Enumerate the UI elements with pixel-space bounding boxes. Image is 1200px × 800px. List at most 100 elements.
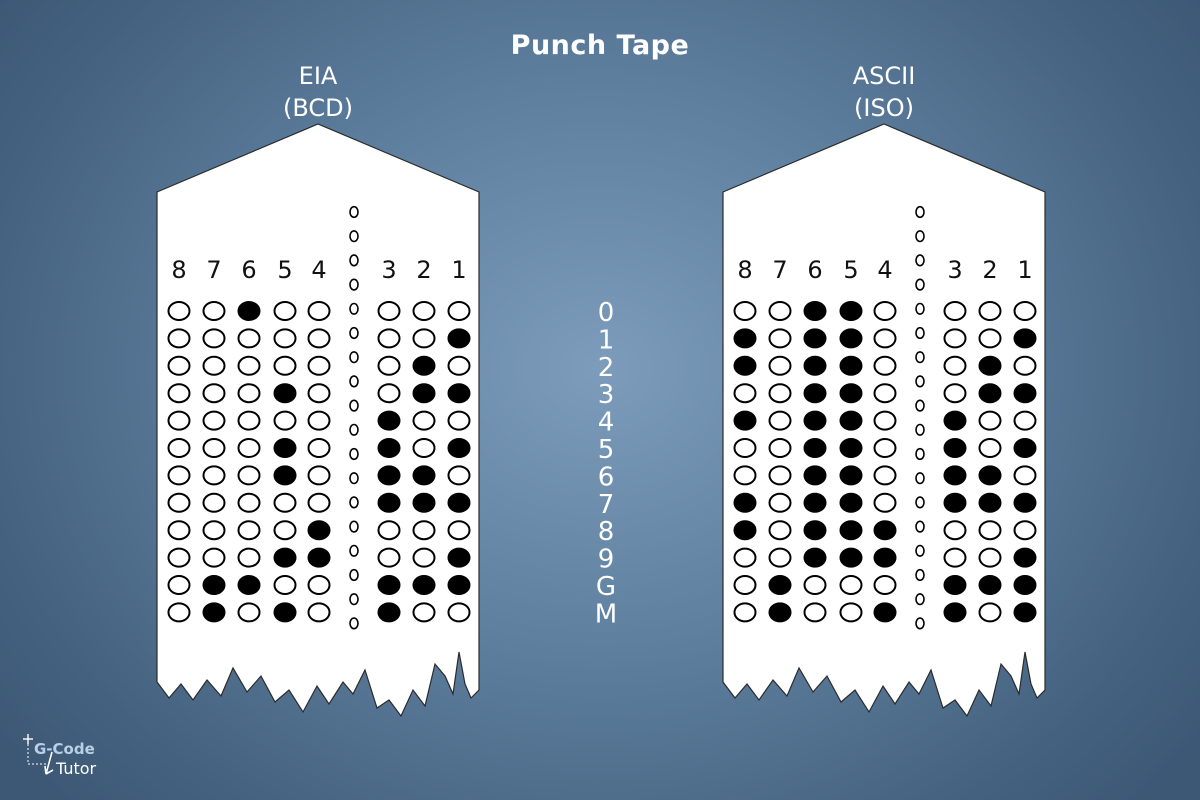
unpunched-hole — [943, 355, 967, 376]
channel-label-3: 3 — [381, 256, 396, 284]
unpunched-hole — [768, 383, 792, 404]
unpunched-hole — [167, 438, 191, 458]
punched-hole — [202, 602, 226, 623]
punched-hole — [447, 575, 471, 595]
sprocket-hole — [349, 447, 359, 461]
punched-hole — [839, 547, 863, 568]
character-label: 9 — [598, 545, 615, 575]
unpunched-hole — [873, 492, 897, 513]
unpunched-hole — [237, 383, 261, 404]
channel-label-6: 6 — [241, 256, 256, 284]
unpunched-hole — [412, 547, 436, 568]
punched-hole — [273, 383, 297, 404]
unpunched-hole — [873, 575, 897, 595]
character-label: 7 — [598, 490, 615, 520]
channel-label-8: 8 — [171, 256, 186, 284]
sprocket-hole — [349, 230, 359, 243]
punched-hole — [803, 520, 827, 541]
sprocket-hole — [915, 351, 925, 364]
unpunched-hole — [237, 355, 261, 376]
punched-hole — [447, 547, 471, 568]
punched-hole — [273, 602, 297, 623]
unpunched-hole — [803, 575, 827, 595]
unpunched-hole — [1013, 355, 1037, 376]
sprocket-hole — [915, 520, 925, 533]
unpunched-hole — [943, 520, 967, 541]
sprocket-hole — [349, 326, 359, 340]
channel-label-5: 5 — [277, 256, 292, 284]
punched-hole — [447, 328, 471, 349]
unpunched-hole — [167, 410, 191, 431]
sprocket-hole — [915, 375, 925, 388]
unpunched-hole — [447, 602, 471, 623]
character-label: 0 — [598, 298, 615, 328]
unpunched-hole — [873, 328, 897, 349]
unpunched-hole — [202, 520, 226, 541]
sprocket-hole — [915, 278, 925, 291]
punched-hole — [839, 383, 863, 404]
logo: G-Code Tutor — [22, 730, 132, 780]
unpunched-hole — [307, 328, 331, 349]
punched-hole — [839, 465, 863, 486]
unpunched-hole — [943, 328, 967, 349]
sprocket-hole — [915, 447, 925, 461]
unpunched-hole — [1013, 301, 1037, 321]
unpunched-hole — [237, 602, 261, 623]
sprocket-hole — [349, 423, 359, 436]
sprocket-hole — [915, 254, 925, 267]
punched-hole — [1013, 602, 1037, 623]
punched-hole — [803, 301, 827, 321]
sprocket-hole — [349, 351, 359, 364]
punched-hole — [377, 492, 401, 513]
unpunched-hole — [873, 465, 897, 486]
punched-hole — [1013, 492, 1037, 513]
channel-label-7: 7 — [772, 256, 787, 284]
punched-hole — [1013, 383, 1037, 404]
unpunched-hole — [412, 438, 436, 458]
channel-label-2: 2 — [416, 256, 431, 284]
punched-hole — [377, 410, 401, 431]
character-label: 2 — [598, 353, 615, 383]
unpunched-hole — [307, 301, 331, 321]
character-label: 8 — [598, 517, 615, 547]
punched-hole — [873, 602, 897, 623]
unpunched-hole — [273, 410, 297, 431]
unpunched-hole — [307, 492, 331, 513]
unpunched-hole — [943, 383, 967, 404]
page-title: Punch Tape — [510, 30, 690, 61]
unpunched-hole — [377, 547, 401, 568]
unpunched-hole — [167, 575, 191, 595]
punched-hole — [943, 438, 967, 458]
unpunched-hole — [307, 438, 331, 458]
character-label: 3 — [598, 380, 615, 410]
unpunched-hole — [202, 465, 226, 486]
unpunched-hole — [447, 465, 471, 486]
unpunched-hole — [202, 410, 226, 431]
channel-label-4: 4 — [877, 256, 892, 284]
unpunched-hole — [167, 465, 191, 486]
channel-label-3: 3 — [947, 256, 962, 284]
channel-label-5: 5 — [843, 256, 858, 284]
unpunched-hole — [873, 438, 897, 458]
unpunched-hole — [768, 547, 792, 568]
punched-hole — [412, 355, 436, 376]
sprocket-hole — [349, 544, 359, 557]
sprocket-hole — [349, 496, 359, 509]
unpunched-hole — [873, 301, 897, 321]
punched-hole — [839, 355, 863, 376]
unpunched-hole — [202, 355, 226, 376]
sprocket-hole — [915, 593, 925, 606]
punched-hole — [202, 575, 226, 595]
punched-hole — [978, 465, 1002, 486]
unpunched-hole — [273, 492, 297, 513]
sprocket-hole — [349, 205, 359, 219]
sprocket-hole — [915, 568, 925, 582]
unpunched-hole — [237, 328, 261, 349]
character-label: 6 — [598, 462, 615, 492]
unpunched-hole — [768, 492, 792, 513]
unpunched-hole — [237, 465, 261, 486]
unpunched-hole — [839, 575, 863, 595]
channel-label-4: 4 — [311, 256, 326, 284]
punched-hole — [237, 575, 261, 595]
